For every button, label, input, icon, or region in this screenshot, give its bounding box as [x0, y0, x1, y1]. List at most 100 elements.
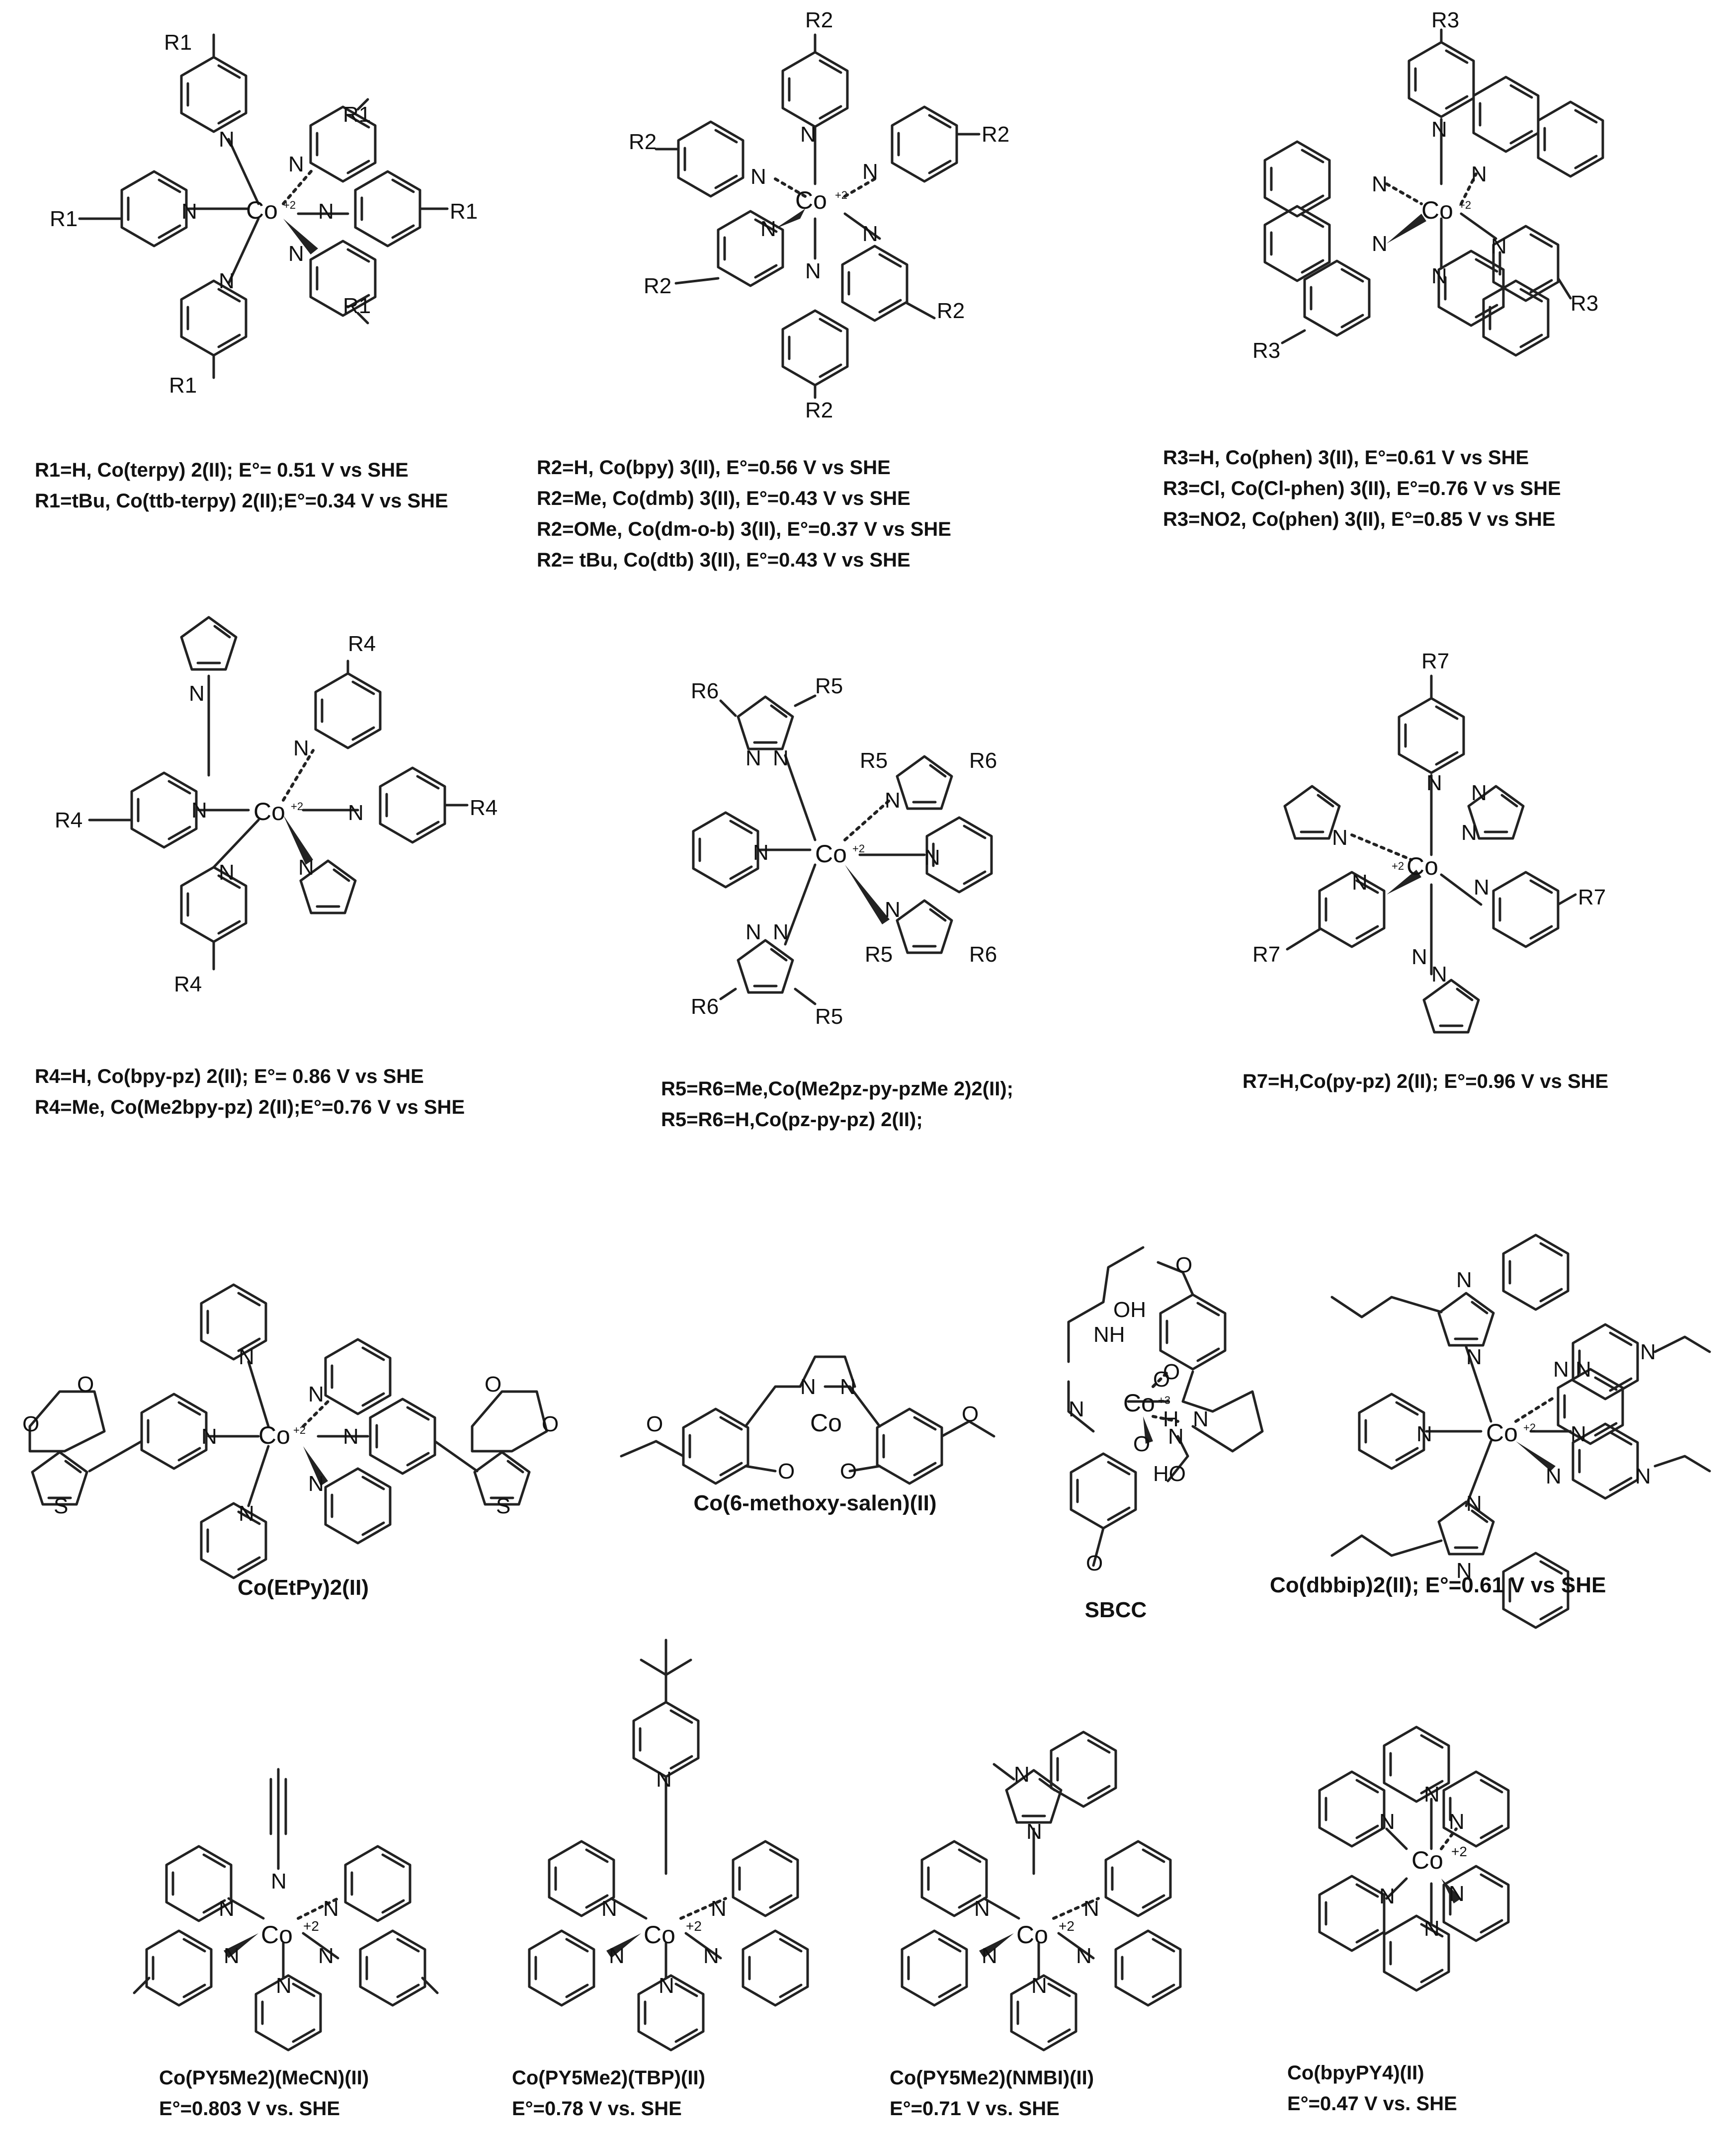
phen-r3-left: R3: [1252, 338, 1280, 363]
sbcc-n3-label: N: [1168, 1424, 1184, 1449]
caption-phen-line-3: R3=NO2, Co(phen) 3(II), E°=0.85 V vs SHE: [1163, 508, 1556, 530]
bpy-r2-top: R2: [805, 8, 833, 32]
caption-terpy-line-1: R1=H, Co(terpy) 2(II); E°= 0.51 V vs SHE: [35, 459, 409, 481]
caption-pzpypz-line-2: R5=R6=H,Co(pz-py-pz) 2(II);: [661, 1109, 923, 1131]
caption-etpy: Co(EtPy)2(II): [238, 1575, 369, 1600]
caption-py5-tbp: Co(PY5Me2)(TBP)(II) E°=0.78 V vs. SHE: [512, 2062, 705, 2124]
py5-tbp-complex-structure: N Co +2 N N N N N: [529, 1639, 808, 2050]
bpypz-n3-label: N: [219, 860, 235, 885]
bpy-n2-label: N: [862, 160, 878, 184]
py5tbp-n5-label: N: [703, 1944, 719, 1968]
caption-bpy-line-3: R2=OMe, Co(dm-o-b) 3(II), E°=0.37 V vs S…: [537, 518, 951, 540]
dbbip-n7-label: N: [1575, 1357, 1591, 1382]
caption-pzpypz-line-1: R5=R6=Me,Co(Me2pz-py-pzMe 2)2(II);: [661, 1078, 1013, 1100]
bpypz-r4-right: R4: [470, 796, 497, 820]
py5tbp-n3-label: N: [711, 1896, 727, 1921]
bpy-r2-left: R2: [629, 130, 657, 154]
dbbip-n10-label: N: [1635, 1464, 1651, 1488]
pzpypz-ox-label: +2: [852, 842, 865, 855]
py5mecn-n4-label: N: [224, 1944, 240, 1968]
terpy-complex-structure: N N N Co +2 N N N R1 R1 R1 R1 R1 R1: [50, 30, 478, 398]
bpypz-r4-bottom: R4: [174, 972, 202, 996]
pzpypz-n6-label: N: [885, 788, 901, 813]
phen-ox-label: +2: [1459, 199, 1471, 211]
caption-py5nmbi-line-1: Co(PY5Me2)(NMBI)(II): [890, 2067, 1094, 2089]
py5tbp-ox-label: +2: [686, 1918, 702, 1934]
caption-py-pz: R7=H,Co(py-pz) 2(II); E°=0.96 V vs SHE: [1242, 1066, 1608, 1097]
terpy-n6-label: N: [288, 242, 304, 266]
pzpypz-n2-label: N: [773, 746, 789, 770]
pypz-n5-label: N: [1352, 870, 1368, 895]
pypz-r7-left: R7: [1252, 942, 1280, 967]
py5mecn-ox-label: +2: [303, 1918, 319, 1934]
etpy-n1-label: N: [239, 1345, 254, 1369]
pzpypz-n5-label: N: [773, 920, 789, 944]
etpy-s1-label: S: [54, 1494, 68, 1518]
pzpypz-r5-top: R5: [815, 674, 843, 698]
salen-ome1-label: O: [646, 1412, 663, 1436]
py5-nmbi-complex-structure: N N Co +2 N N N N N: [902, 1732, 1180, 2050]
terpy-r1-lower-right: R1: [343, 294, 371, 318]
caption-phen-line-2: R3=Cl, Co(Cl-phen) 3(II), E°=0.76 V vs S…: [1163, 478, 1561, 499]
py5mecn-n1-label: N: [271, 1869, 287, 1894]
sbcc-co-label: Co: [1123, 1389, 1155, 1417]
pzpypz-r6-right-top: R6: [969, 748, 997, 773]
pzpypz-r6-lower-left: R6: [691, 994, 719, 1019]
phen-r3-right: R3: [1571, 291, 1598, 316]
bpy-n3-label: N: [750, 165, 766, 189]
bpypy4-n2-label: N: [1424, 1782, 1440, 1807]
bpypz-ox-label: +2: [291, 800, 303, 813]
bpypy4-co-label: Co: [1411, 1846, 1443, 1874]
pypz-n4-label: N: [1332, 825, 1348, 850]
caption-bpy-line-2: R2=Me, Co(dmb) 3(II), E°=0.43 V vs SHE: [537, 488, 910, 509]
py5mecn-co-label: Co: [261, 1921, 293, 1949]
bpypy4-ox-label: +2: [1451, 1844, 1467, 1859]
py5nmbi-n4-label: N: [1083, 1896, 1099, 1921]
pzpypz-r5-bottom: R5: [815, 1004, 843, 1029]
py5tbp-n2-label: N: [601, 1896, 617, 1921]
terpy-r1-bottom: R1: [169, 373, 197, 398]
bpy-complex-structure: N N N N N N Co +2 R2 R2 R2 R2 R2 R2: [629, 8, 1009, 422]
bpypy4-n5-label: N: [1424, 1916, 1440, 1941]
pzpypz-n3-label: N: [753, 840, 769, 865]
phen-n5-label: N: [1491, 234, 1507, 258]
caption-dbbip: Co(dbbip)2(II); E°=0.61 V vs SHE: [1270, 1573, 1606, 1597]
dbbip-n8-label: N: [1571, 1422, 1586, 1446]
bpypz-n5-label: N: [348, 801, 364, 825]
sbcc-o3-label: O: [1163, 1360, 1180, 1384]
dbbip-n1-label: N: [1456, 1268, 1472, 1292]
salen-co-label: Co: [810, 1409, 842, 1437]
caption-bpy-pz: R4=H, Co(bpy-pz) 2(II); E°= 0.86 V vs SH…: [35, 1061, 465, 1123]
py5tbp-co-label: Co: [644, 1921, 675, 1949]
terpy-r1-upper-right: R1: [343, 102, 371, 127]
bpy-n5-label: N: [862, 222, 878, 246]
dbbip-n9-label: N: [1546, 1464, 1562, 1488]
bpy-co-label: Co: [795, 186, 827, 214]
pzpypz-r5-inner-bottom: R5: [865, 942, 893, 967]
py5nmbi-n2-label: N: [1026, 1819, 1042, 1844]
bpypz-r4-left: R4: [55, 808, 83, 832]
phen-n2-label: N: [1471, 162, 1487, 186]
phen-n1-label: N: [1431, 117, 1447, 142]
sbcc-o1-label: O: [1153, 1367, 1170, 1392]
phen-complex-structure: N N N N N N Co +2 R3 R3 R3: [1252, 8, 1603, 363]
terpy-ox-label: +2: [283, 199, 296, 211]
caption-py5tbp-line-1: Co(PY5Me2)(TBP)(II): [512, 2067, 705, 2089]
py5nmbi-n6-label: N: [1076, 1944, 1092, 1968]
py5tbp-n1-label: N: [656, 1767, 672, 1792]
etpy-n3-label: N: [239, 1501, 254, 1526]
bpypz-co-label: Co: [253, 798, 285, 825]
caption-bpypz-line-1: R4=H, Co(bpy-pz) 2(II); E°= 0.86 V vs SH…: [35, 1066, 424, 1087]
caption-bpypz-line-2: R4=Me, Co(Me2bpy-pz) 2(II);E°=0.76 V vs …: [35, 1096, 465, 1118]
pzpypz-n8-label: N: [885, 898, 901, 922]
caption-bpy-line-4: R2= tBu, Co(dtb) 3(II), E°=0.43 V vs SHE: [537, 549, 910, 571]
salen-n2-label: N: [840, 1375, 856, 1399]
terpy-n2-label: N: [181, 199, 197, 224]
sbcc-ho-label: HO: [1153, 1462, 1186, 1486]
pzpypz-r6-upper-left: R6: [691, 679, 719, 703]
caption-sbcc: SBCC: [1084, 1598, 1147, 1622]
etpy-n6-label: N: [308, 1472, 324, 1496]
bpy-ox-label: +2: [835, 189, 847, 201]
etpy-s2-label: S: [496, 1494, 510, 1518]
dbbip-n5-label: N: [1456, 1559, 1472, 1583]
